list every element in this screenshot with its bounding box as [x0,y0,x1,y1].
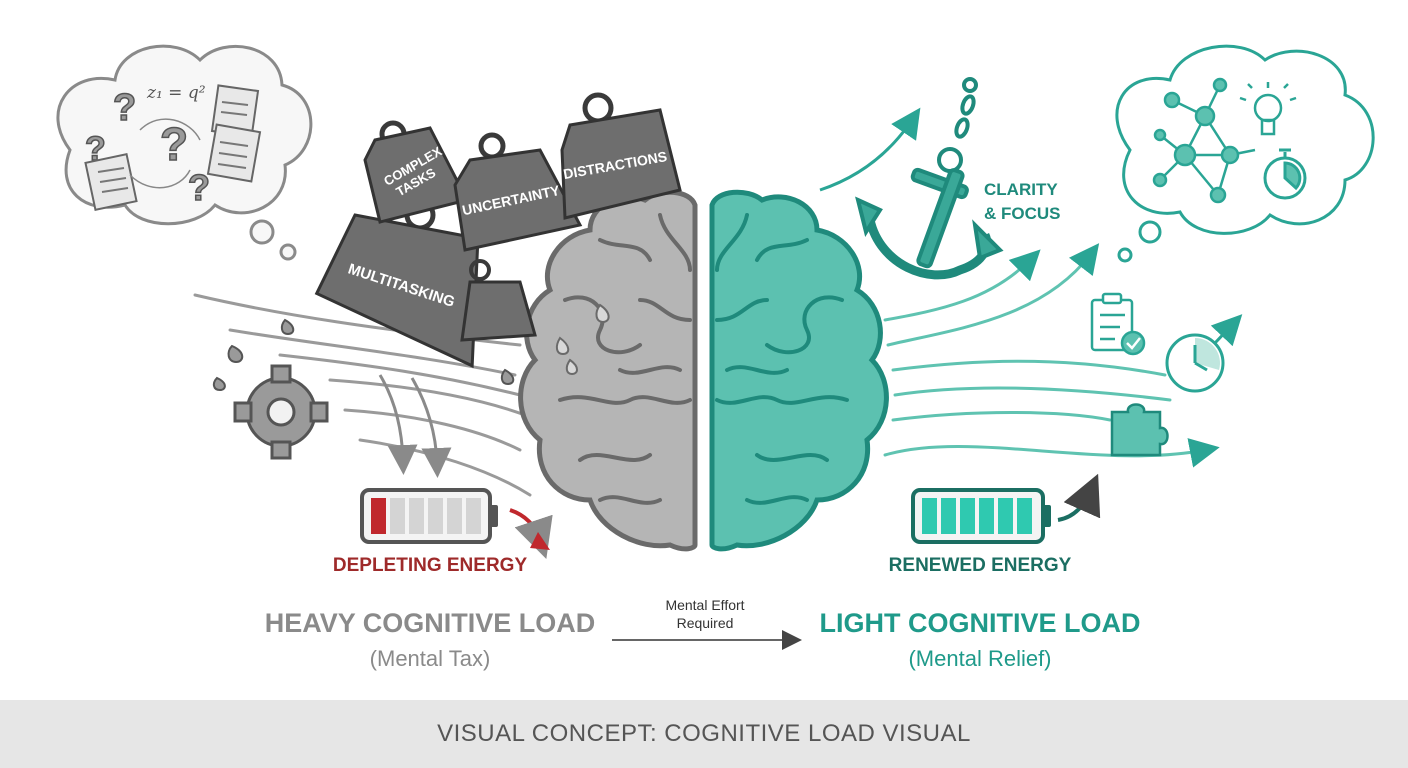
thought-cloud-heavy: ? ? ? ? z₁ = q² [56,44,313,261]
question-mark-icon: ? [160,118,188,170]
renewed-energy-label: RENEWED ENERGY [888,555,1072,576]
cognitive-load-illustration: ? ? ? ? z₁ = q² [56,44,1375,650]
rising-arrow-icon [1057,473,1101,522]
clarity-line1: CLARITY [984,180,1058,199]
battery-cell [371,498,386,534]
declining-arrow-icon [509,508,553,559]
light-load-subtitle: (Mental Relief) [908,646,1052,671]
stopwatch-icon [1263,148,1307,200]
question-mark-icon: ? [188,167,210,208]
sweat-drop-icon [555,336,570,356]
heavy-load-subtitle: (Mental Tax) [369,646,491,671]
clarity-focus-label: CLARITY & FOCUS [984,178,1094,226]
mental-effort-label: Mental Effort Required [610,596,800,632]
light-flow-lines [883,243,1220,468]
document-icon [206,123,262,183]
document-icon [84,152,138,212]
equation-text: z₁ = q² [146,83,206,103]
battery-cell [447,498,462,534]
anchor-icon [855,77,1004,280]
effort-line1: Mental Effort [665,597,745,613]
battery-cell [979,498,994,534]
brain-light-half [709,189,889,552]
battery-depleting-icon [360,488,553,559]
heavy-load-title: HEAVY COGNITIVE LOAD [264,608,596,638]
sweat-drop-icon [212,318,515,392]
battery-cell [409,498,424,534]
footer-caption: VISUAL CONCEPT: COGNITIVE LOAD VISUAL [437,720,971,747]
clarity-line2: & FOCUS [984,204,1061,223]
sweat-drop-icon [565,358,578,376]
puzzle-piece-icon [1110,403,1169,457]
battery-cell [466,498,481,534]
thought-cloud-light [1115,44,1375,263]
battery-cell [941,498,956,534]
clock-icon [1165,314,1243,393]
weight-complex-tasks: COMPLEX TASKS [363,120,470,224]
battery-cell [1017,498,1032,534]
battery-renewed-icon [911,473,1101,544]
light-load-title: LIGHT COGNITIVE LOAD [819,608,1141,638]
sweat-drop-icon [595,303,610,324]
battery-cell [390,498,405,534]
brain-heavy-half [518,189,698,552]
question-mark-icon: ? [113,87,136,129]
weight-distractions: DISTRACTIONS [560,92,682,220]
network-icon [1152,77,1256,204]
weight-small [460,259,537,342]
battery-cell [998,498,1013,534]
document-icon [210,84,260,138]
lightbulb-icon [1239,82,1297,136]
battery-cell [428,498,443,534]
battery-cell [922,498,937,534]
weight-multitasking: MULTITASKING [314,199,480,369]
gear-icon [233,364,329,460]
effort-line2: Required [676,615,734,631]
downward-arrow-icon [378,374,452,478]
footer-bar [0,700,1408,768]
depleting-energy-label: DEPLETING ENERGY [332,555,528,576]
upward-arrow-icon [819,107,921,192]
battery-cell [960,498,975,534]
heavy-flow-lines [193,293,532,497]
checklist-icon [1090,292,1146,356]
weight-uncertainty: UNCERTAINTY [453,132,583,252]
